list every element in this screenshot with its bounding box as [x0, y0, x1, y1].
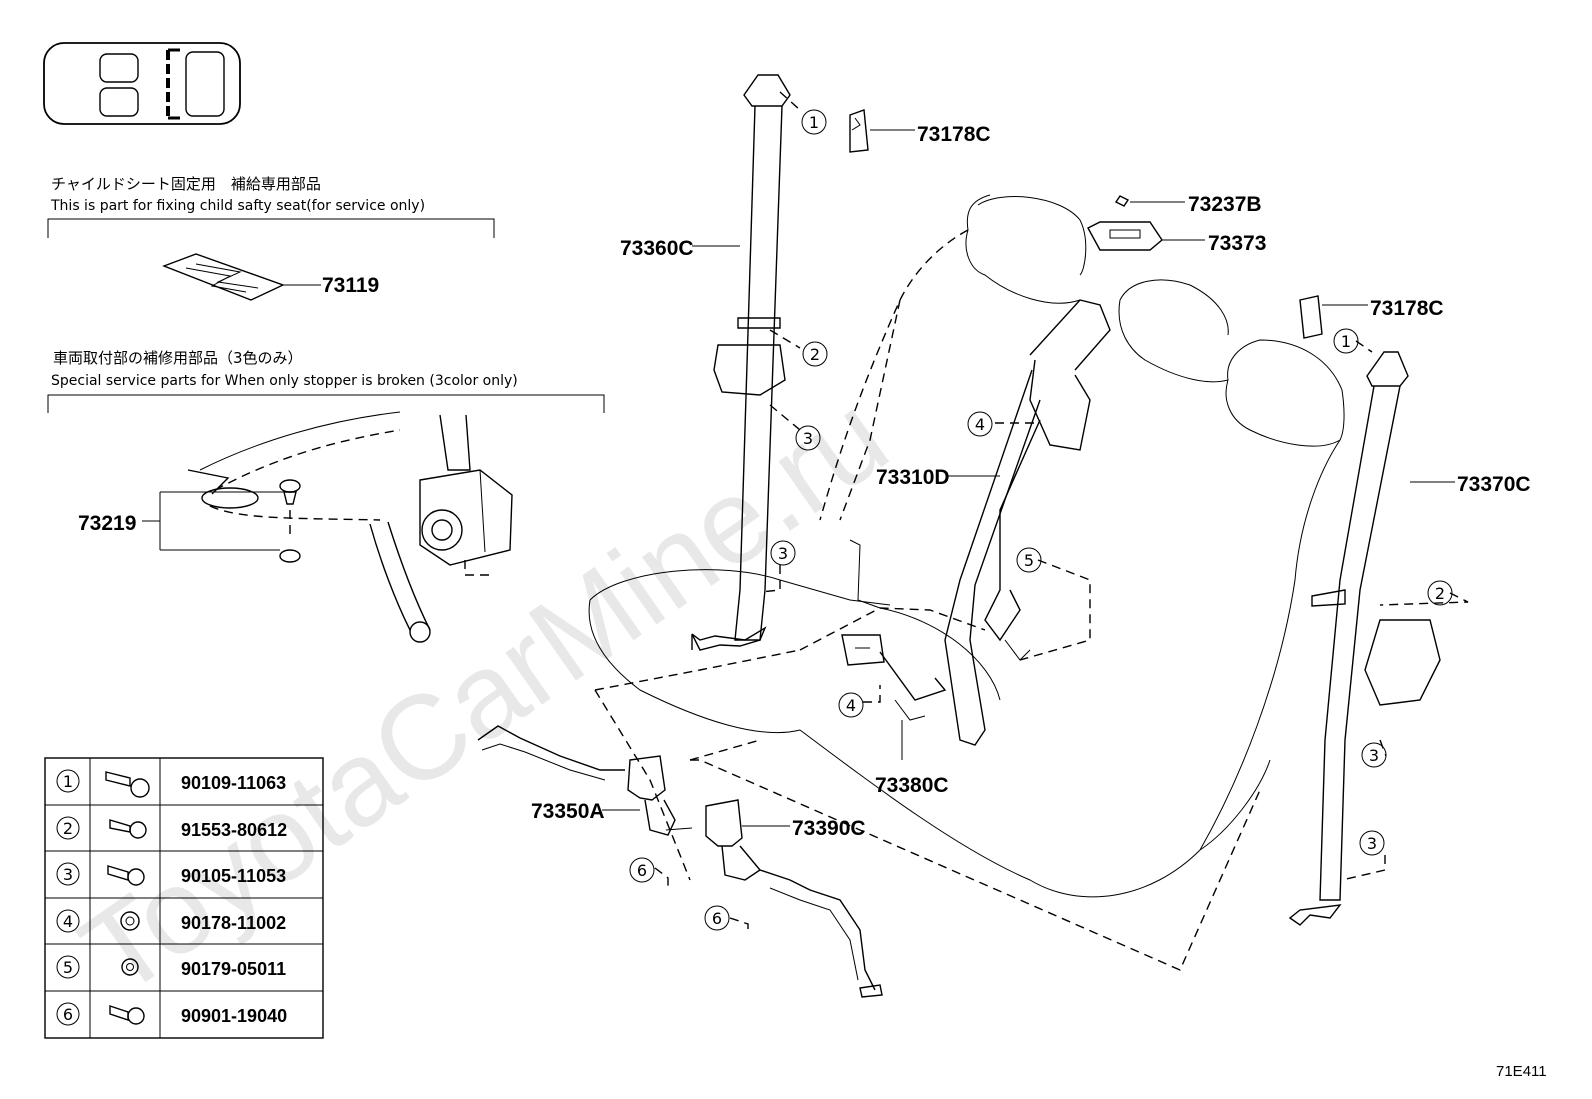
svg-text:90178-11002: 90178-11002	[181, 913, 286, 933]
child-seat-note-jp: チャイルドシート固定用 補給専用部品	[51, 175, 321, 193]
callout-6-left: 6	[629, 857, 655, 883]
child-seat-note-en: This is part for fixing child safty seat…	[50, 198, 425, 214]
svg-text:6: 6	[712, 909, 722, 928]
svg-text:6: 6	[637, 861, 647, 880]
belt-anchor-cover-top	[849, 109, 869, 153]
label-73370C: 73370C	[1457, 473, 1531, 496]
svg-text:91553-80612: 91553-80612	[181, 820, 287, 840]
callout-4-buckle: 4	[838, 692, 864, 718]
label-73380C: 73380C	[875, 774, 949, 797]
left-buckle	[477, 725, 693, 836]
stopper-detail-illustration	[142, 411, 513, 643]
svg-text:5: 5	[1024, 551, 1034, 570]
callout-markers: 1 2 3 3 4 5 4 6 6 1 2 3 3	[629, 109, 1453, 931]
label-73310D: 73310D	[876, 466, 950, 489]
label-73178C-right: 73178C	[1370, 297, 1444, 320]
belt-anchor-cover-right	[1299, 295, 1323, 339]
nut-icon	[120, 911, 140, 931]
label-73178C-top: 73178C	[917, 123, 991, 146]
svg-text:3: 3	[63, 865, 73, 884]
child-seat-anchor-bracket	[162, 253, 321, 301]
callout-3-left-lower: 3	[770, 540, 796, 566]
callout-2-left: 2	[802, 341, 828, 367]
callout-1-top: 1	[801, 109, 827, 135]
svg-text:1: 1	[63, 772, 73, 791]
fastener-table: 1 90109-11063 2 91553-80612 3 90105-1105…	[44, 757, 324, 1039]
label-73219: 73219	[78, 512, 136, 535]
stopper-note-en: Special service parts for When only stop…	[51, 373, 518, 389]
svg-text:4: 4	[63, 912, 73, 931]
svg-text:2: 2	[1435, 584, 1445, 603]
stopper-note-jp: 車両取付部の補修用部品（3色のみ）	[53, 349, 303, 367]
bolt-icon	[109, 819, 147, 839]
fastener-row-4: 4 90178-11002	[56, 909, 286, 933]
svg-text:2: 2	[810, 345, 820, 364]
svg-text:4: 4	[846, 696, 856, 715]
callout-5-center: 5	[1016, 547, 1042, 573]
svg-text:90901-19040: 90901-19040	[181, 1006, 287, 1026]
fastener-row-6: 6 90901-19040	[56, 1002, 287, 1026]
svg-text:6: 6	[63, 1005, 73, 1024]
fastener-row-1: 1 90109-11063	[56, 769, 286, 798]
bolt-icon	[105, 771, 150, 798]
child-seat-note: チャイルドシート固定用 補給専用部品 This is part for fixi…	[47, 175, 495, 238]
callout-3-left-upper: 3	[795, 425, 821, 451]
callout-2-right: 2	[1427, 580, 1453, 606]
callout-6-right: 6	[704, 905, 730, 931]
svg-text:2: 2	[63, 819, 73, 838]
nut-icon	[121, 958, 139, 976]
fastener-row-3: 3 90105-11053	[56, 862, 286, 886]
rear-seat-outline	[588, 194, 1345, 971]
callout-3-right-lower: 3	[1359, 830, 1385, 856]
stopper-note: 車両取付部の補修用部品（3色のみ） Special service parts …	[47, 349, 605, 413]
callout-4-center: 4	[967, 411, 993, 437]
svg-text:3: 3	[803, 429, 813, 448]
callout-3-right-upper: 3	[1361, 742, 1387, 768]
svg-text:90109-11063: 90109-11063	[181, 773, 286, 793]
label-73360C: 73360C	[620, 237, 694, 260]
callout-leaders	[654, 91, 1469, 934]
svg-text:90179-05011: 90179-05011	[181, 959, 286, 979]
svg-text:1: 1	[1341, 332, 1351, 351]
bolt-icon	[107, 865, 145, 886]
svg-text:90105-11053: 90105-11053	[181, 866, 286, 886]
bolt-icon	[109, 1005, 145, 1025]
fastener-row-2: 2 91553-80612	[56, 816, 287, 840]
figure-code: 71E411	[1496, 1063, 1547, 1080]
vehicle-locator-icon	[43, 42, 241, 125]
center-seat-belt	[944, 299, 1111, 746]
svg-text:3: 3	[778, 544, 788, 563]
svg-text:1: 1	[809, 113, 819, 132]
label-73390C: 73390C	[792, 817, 866, 840]
fastener-row-5: 5 90179-05011	[56, 955, 286, 979]
belt-guide-clip	[1114, 195, 1130, 207]
svg-text:3: 3	[1367, 834, 1377, 853]
svg-text:3: 3	[1369, 746, 1379, 765]
svg-text:4: 4	[975, 415, 985, 434]
svg-text:5: 5	[63, 958, 73, 977]
label-73237B: 73237B	[1188, 193, 1262, 216]
right-rear-buckle	[705, 799, 883, 998]
label-73350A: 73350A	[531, 800, 605, 823]
left-outer-seat-belt	[691, 74, 791, 651]
label-73119: 73119	[322, 274, 379, 297]
belt-guide-cover	[1087, 221, 1163, 251]
callout-1-right: 1	[1333, 328, 1359, 354]
center-buckle	[841, 634, 947, 721]
label-73373: 73373	[1208, 232, 1266, 255]
right-outer-seat-belt	[1288, 351, 1441, 926]
